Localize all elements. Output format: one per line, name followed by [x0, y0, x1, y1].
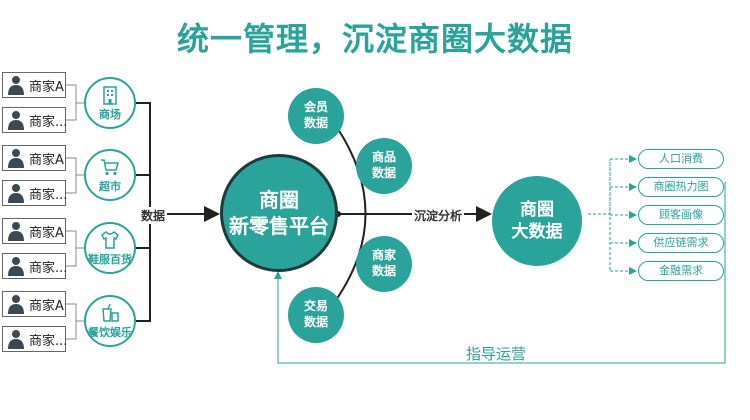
- person-icon: [8, 330, 24, 349]
- merchant-box: 商家A: [2, 291, 66, 317]
- category-label: 餐饮娱乐: [88, 326, 132, 339]
- person-icon: [8, 149, 24, 168]
- category-mall: 商场: [84, 77, 136, 129]
- merchant-box: 商家A: [2, 72, 66, 98]
- merchant-box: 商家...: [2, 253, 68, 279]
- category-supermarket: 超市: [84, 149, 136, 201]
- category-apparel: 鞋服百货: [84, 222, 136, 274]
- merchant-label: 商家...: [29, 115, 68, 130]
- merchant-label: 商家A: [29, 299, 64, 314]
- category-food-entertainment: 餐饮娱乐: [84, 295, 136, 347]
- merchant-box: 商家...: [2, 107, 68, 133]
- big-data-circle: 商圈 大数据: [492, 176, 582, 266]
- big-data-label: 商圈 大数据: [511, 199, 563, 242]
- category-label: 商场: [99, 108, 121, 121]
- flow-label-analysis: 沉淀分析: [412, 207, 465, 224]
- merchant-label: 商家...: [29, 188, 68, 203]
- data-type-label: 商家 数据: [371, 248, 396, 278]
- person-icon: [8, 257, 24, 276]
- data-type-label: 会员 数据: [303, 100, 328, 130]
- building-icon: [103, 86, 117, 105]
- merchant-label: 商家...: [29, 334, 68, 349]
- data-type-member: 会员 数据: [288, 88, 344, 144]
- output-pill: 商圈热力图: [638, 177, 724, 197]
- person-icon: [8, 184, 24, 203]
- output-pill: 金融需求: [638, 261, 724, 281]
- merchant-label: 商家...: [29, 261, 68, 276]
- person-icon: [8, 76, 24, 95]
- person-icon: [8, 222, 24, 241]
- merchant-label: 商家A: [29, 153, 64, 168]
- merchant-label: 商家A: [29, 80, 64, 95]
- merchant-box: 商家A: [2, 145, 66, 171]
- category-label: 超市: [99, 180, 121, 193]
- platform-label: 商圈 新零售平台: [229, 188, 329, 238]
- platform-circle: 商圈 新零售平台: [220, 154, 338, 272]
- output-pill: 供应链需求: [638, 233, 724, 253]
- data-type-merchant: 商家 数据: [356, 236, 412, 292]
- person-icon: [8, 295, 24, 314]
- merchant-box: 商家...: [2, 180, 68, 206]
- data-type-label: 交易 数据: [303, 299, 328, 329]
- page-title: 统一管理，沉淀商圈大数据: [176, 20, 573, 58]
- data-type-label: 商品 数据: [371, 150, 396, 180]
- merchant-box: 商家...: [2, 326, 68, 352]
- shopping-cart-icon: [101, 159, 119, 176]
- shirt-icon: [101, 231, 119, 249]
- merchant-label: 商家A: [29, 226, 64, 241]
- flow-label-data: 数据: [139, 207, 168, 224]
- category-label: 鞋服百货: [88, 253, 132, 266]
- merchant-box: 商家A: [2, 218, 66, 244]
- output-pill: 顾客画像: [638, 205, 724, 225]
- data-type-product: 商品 数据: [356, 138, 412, 194]
- output-pill: 人口消费: [638, 149, 724, 169]
- food-drink-icon: [102, 303, 119, 322]
- data-type-transaction: 交易 数据: [288, 287, 344, 343]
- person-icon: [8, 111, 24, 130]
- flow-label-guide: 指导运营: [466, 345, 527, 363]
